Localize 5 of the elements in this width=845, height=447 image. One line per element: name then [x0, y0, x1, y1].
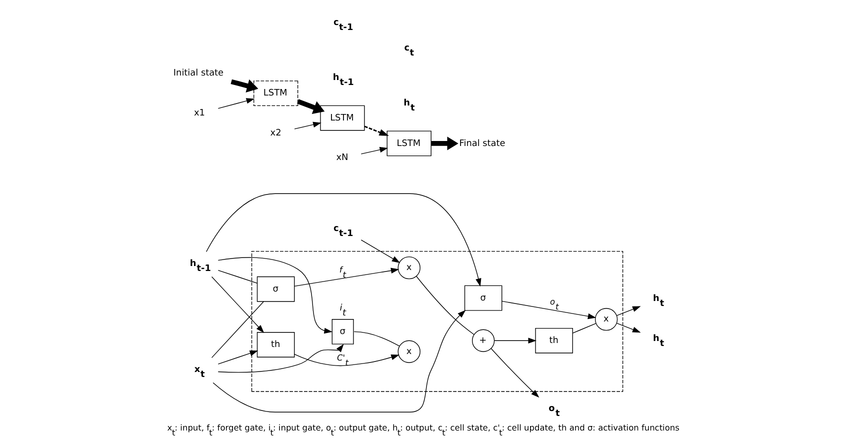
node-text: xN — [336, 153, 348, 164]
node-text: Initial state — [173, 68, 224, 79]
node-text: x1 — [194, 108, 206, 119]
node-text: Final state — [459, 138, 506, 149]
node-text: x2 — [270, 128, 282, 138]
